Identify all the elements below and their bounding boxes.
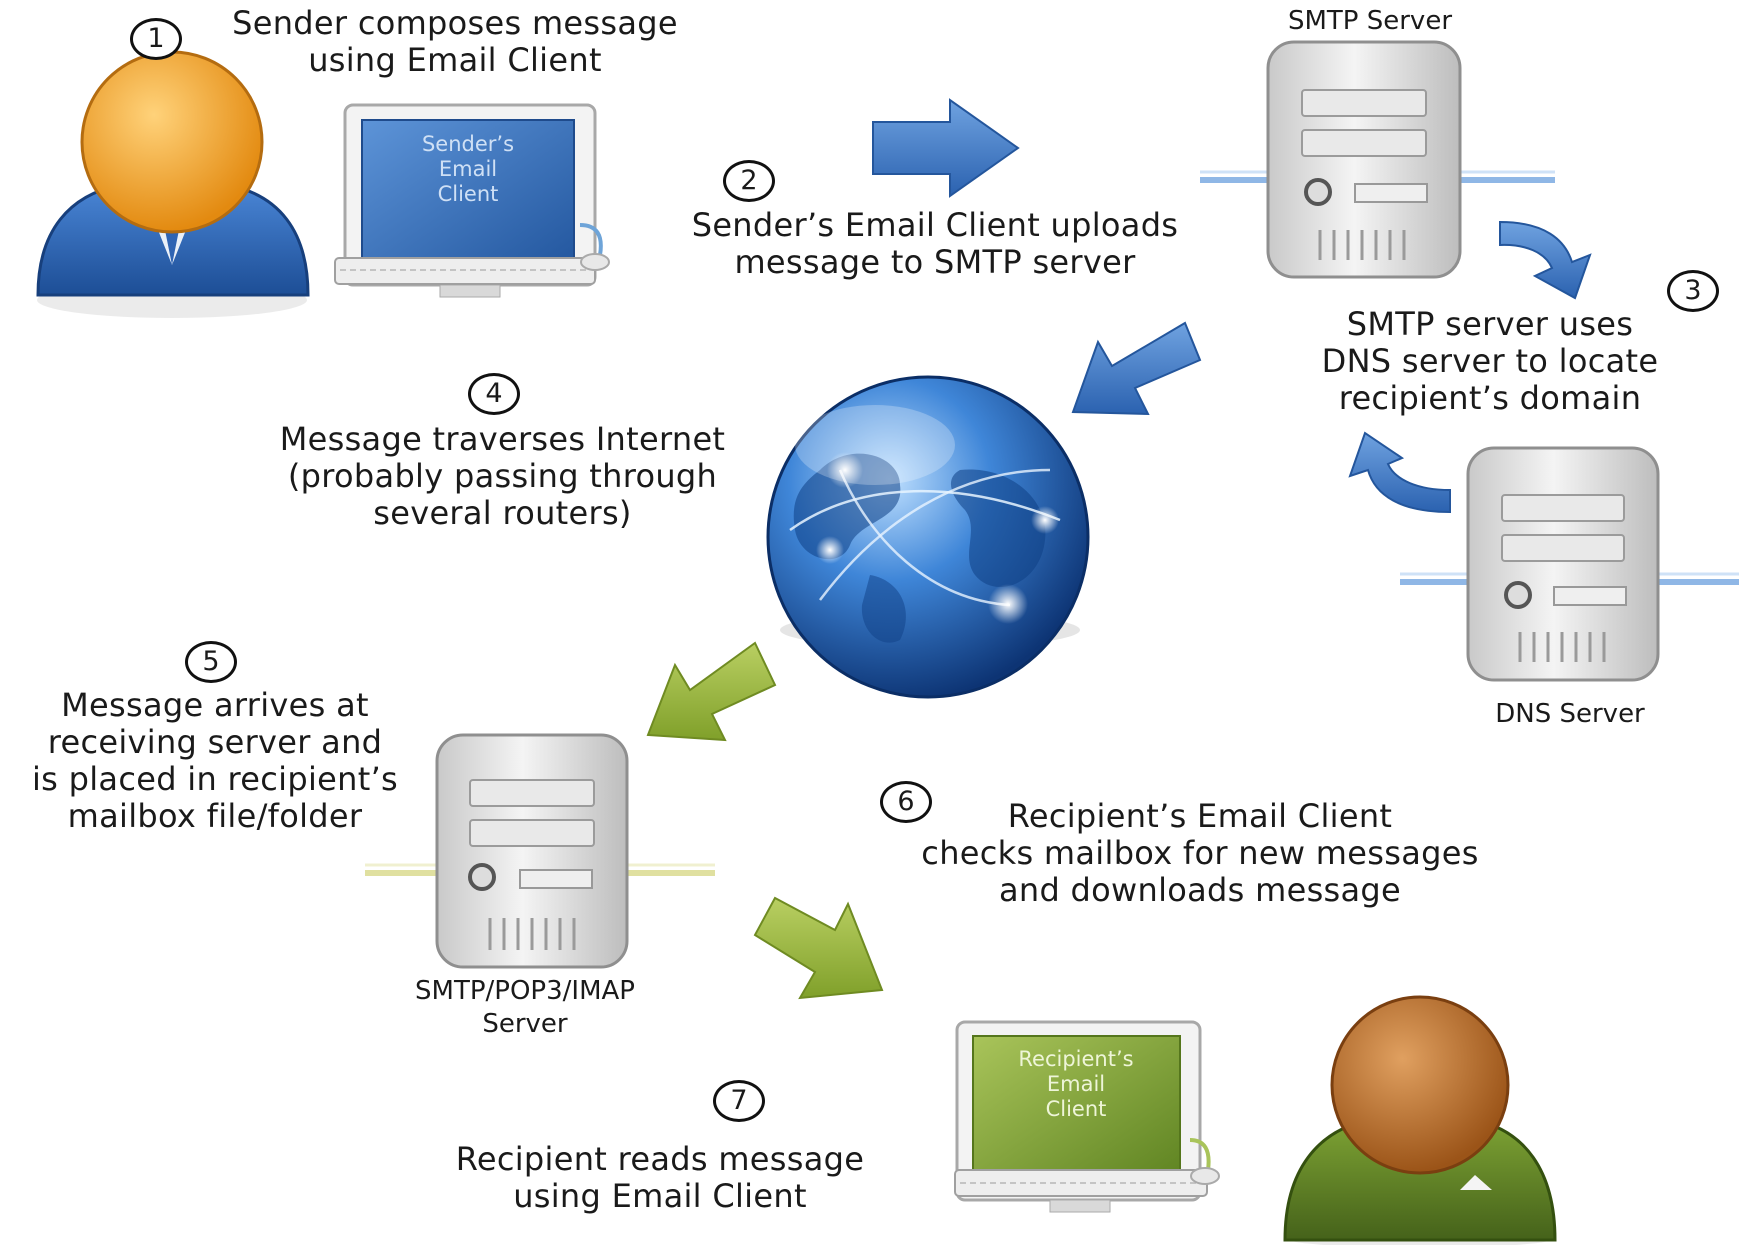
recipient-screen-line: Recipient’s (1018, 1047, 1133, 1071)
step-text-line: DNS server to locate (1321, 342, 1659, 380)
server-smtp-icon (1200, 40, 1555, 279)
step-text-line: Message arrives at (61, 686, 369, 724)
sender-screen-line: Email (439, 157, 497, 181)
arrow-right-icon (872, 98, 1020, 198)
server-label-line: SMTP Server (1287, 6, 1453, 36)
sender-screen-line: Sender’s (422, 132, 514, 156)
arrow-green-down-left-icon (646, 641, 777, 742)
step-1-description: Sender composes message using Email Clie… (190, 5, 720, 79)
step-text-line: recipient’s domain (1338, 379, 1642, 417)
step-number-6: 6 (880, 781, 932, 823)
step-text-line: checks mailbox for new messages (921, 834, 1479, 872)
arrow-curved-up-icon (1348, 431, 1451, 514)
step-text-line: receiving server and (47, 723, 383, 761)
step-text-line: Sender composes message (232, 4, 678, 42)
step-text-line: mailbox file/folder (67, 797, 363, 835)
step-text-line: and downloads message (998, 871, 1402, 909)
step-text-line: using Email Client (513, 1177, 807, 1215)
recipient-screen-line: Email (1047, 1072, 1105, 1096)
step-4-description: Message traverses Internet (probably pas… (230, 421, 775, 532)
dns-server-label: DNS Server (1430, 698, 1710, 731)
step-text-line: SMTP server uses (1346, 305, 1634, 343)
step-text-line: Message traverses Internet (279, 420, 726, 458)
step-text-line: Recipient’s Email Client (1007, 797, 1393, 835)
step-number-1: 1 (130, 18, 182, 60)
step-number-3: 3 (1667, 270, 1719, 312)
server-receiving-icon (365, 733, 715, 969)
monitor-sender-icon: Sender’s Email Client (334, 103, 610, 298)
arrow-curved-down-icon (1499, 220, 1592, 300)
step-text-line: is placed in recipient’s (31, 760, 399, 798)
step-number-7: 7 (713, 1080, 765, 1122)
globe-icon (766, 375, 1090, 699)
person-sender-icon (36, 50, 310, 318)
step-text-line: (probably passing through (287, 457, 718, 495)
step-text-line: Sender’s Email Client uploads (691, 206, 1179, 244)
server-label-line: DNS Server (1495, 699, 1645, 729)
step-7-description: Recipient reads message using Email Clie… (410, 1141, 910, 1215)
step-number-2: 2 (723, 160, 775, 202)
step-2-description: Sender’s Email Client uploads message to… (635, 207, 1235, 281)
step-3-description: SMTP server uses DNS server to locate re… (1265, 306, 1715, 417)
recipient-screen-line: Client (1046, 1097, 1107, 1121)
step-text-line: Recipient reads message (455, 1140, 865, 1178)
monitor-recipient-icon: Recipient’s Email Client (954, 1020, 1220, 1213)
step-number-4: 4 (468, 373, 520, 415)
person-recipient-icon (1283, 995, 1557, 1245)
server-label-line: SMTP/POP3/IMAP (415, 976, 635, 1006)
step-6-description: Recipient’s Email Client checks mailbox … (870, 798, 1530, 909)
receiving-server-label: SMTP/POP3/IMAP Server (370, 975, 680, 1041)
step-number-5: 5 (185, 641, 237, 683)
smtp-server-label: SMTP Server (1230, 5, 1510, 38)
step-text-line: message to SMTP server (734, 243, 1136, 281)
server-dns-icon (1400, 446, 1739, 682)
arrow-green-down-right-icon (753, 896, 884, 1000)
sender-screen-line: Client (438, 182, 499, 206)
step-5-description: Message arrives at receiving server and … (5, 687, 425, 835)
arrow-down-left-icon (1071, 321, 1202, 416)
step-text-line: using Email Client (308, 41, 602, 79)
step-text-line: several routers) (373, 494, 632, 532)
server-label-line: Server (482, 1009, 568, 1039)
